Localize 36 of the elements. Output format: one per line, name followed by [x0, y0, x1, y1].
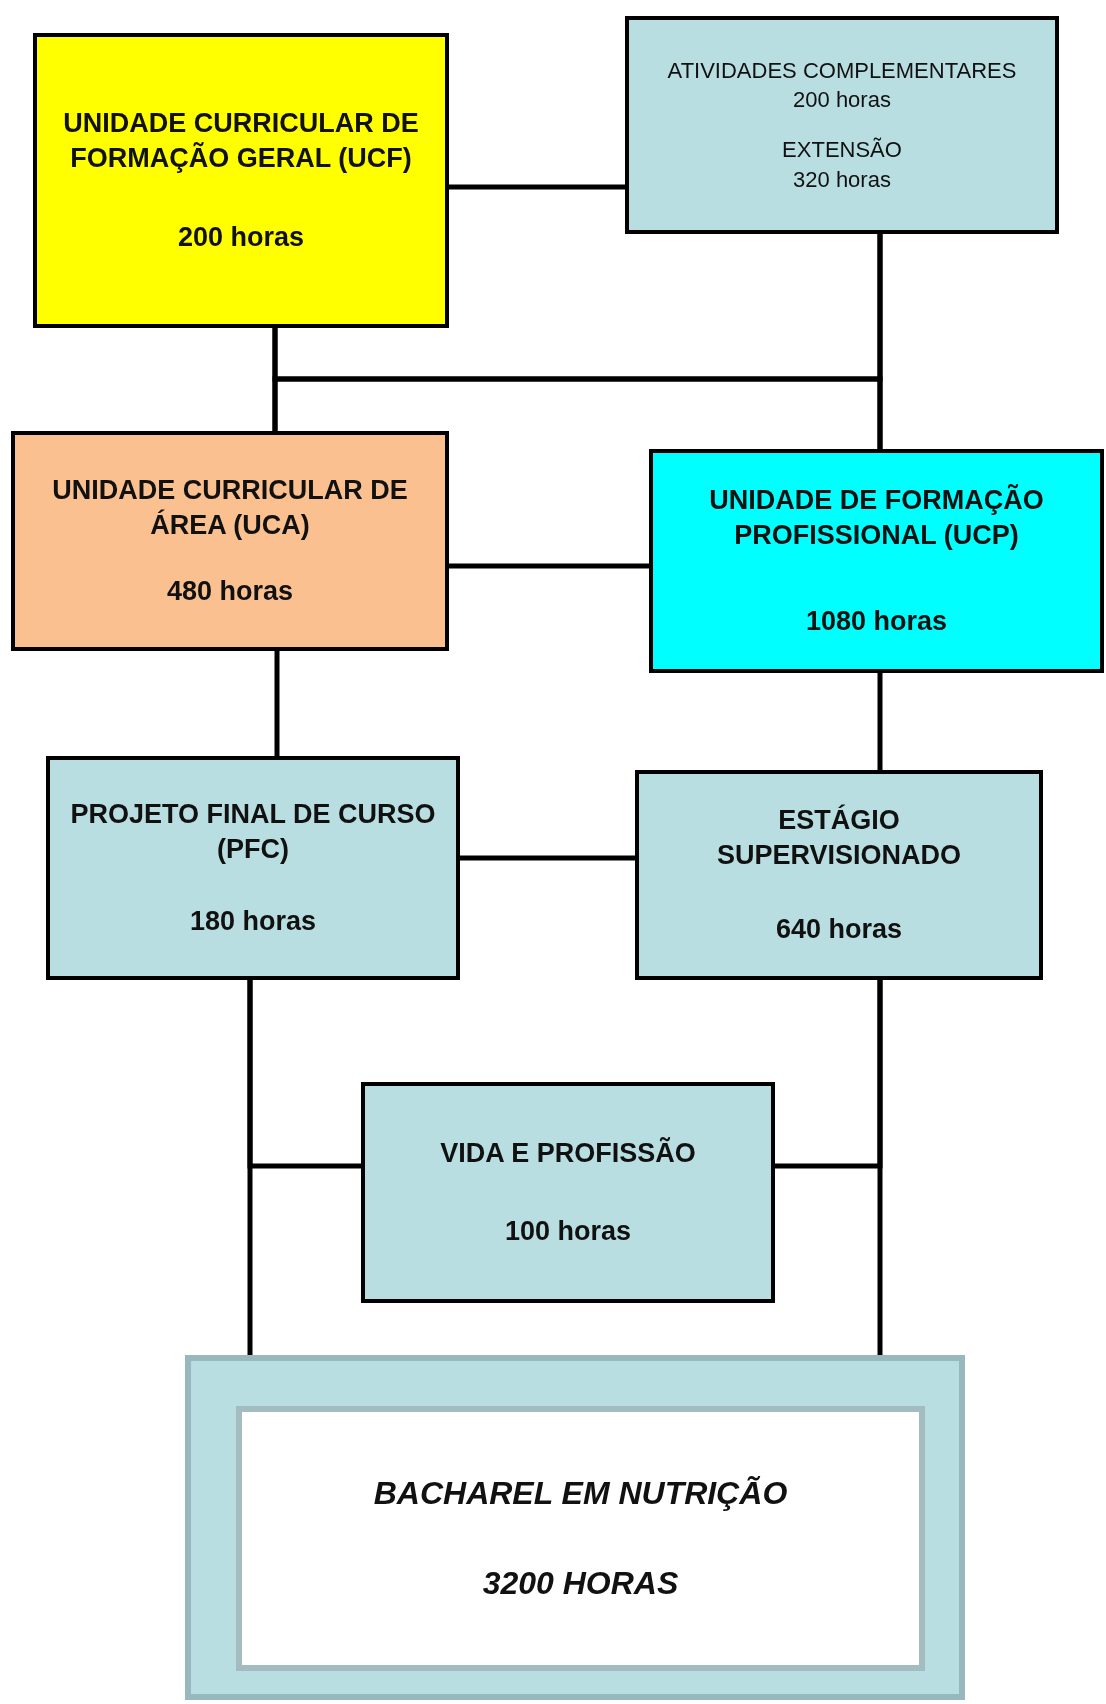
- box-text: EXTENSÃO: [782, 136, 902, 164]
- box-text: 200 horas: [793, 86, 891, 115]
- process-box: [46, 756, 460, 980]
- connector-line: [775, 980, 883, 1169]
- box-text: 100 horas: [504, 1214, 632, 1248]
- box-text: 180 horas: [189, 904, 317, 938]
- box-title: VIDA E PROFISSÃO: [440, 1136, 696, 1171]
- box-text: 200 horas: [177, 221, 305, 255]
- connector-line: [449, 184, 625, 190]
- process-box: [625, 16, 1059, 234]
- process-box: [361, 1082, 775, 1303]
- process-box: [33, 33, 449, 328]
- box-text: 3200 HORAS: [482, 1563, 679, 1603]
- box-text: 480 horas: [166, 574, 294, 608]
- box-text: 320 horas: [793, 165, 891, 194]
- result-box: [236, 1406, 925, 1671]
- process-box: [649, 449, 1104, 673]
- box-title: UNIDADE DE FORMAÇÃO PROFISSIONAL (UCP): [708, 483, 1045, 553]
- box-title: ESTÁGIO SUPERVISIONADO: [715, 803, 963, 873]
- frame-box: [185, 1355, 965, 1700]
- box-title: UNIDADE CURRICULAR DE ÁREA (UCA): [51, 474, 409, 543]
- connector-line: [247, 980, 361, 1169]
- box-text: 640 horas: [775, 912, 903, 946]
- box-title: ATIVIDADES COMPLEMENTARES: [667, 56, 1017, 85]
- connector-line: [877, 673, 883, 770]
- connector-line: [272, 328, 883, 449]
- box-title: BACHAREL EM NUTRIÇÃO: [373, 1473, 788, 1513]
- connector-line: [460, 855, 635, 861]
- box-title: UNIDADE CURRICULAR DE FORMAÇÃO GERAL (UCF): [62, 106, 420, 175]
- process-box: [635, 770, 1043, 980]
- connector-line: [449, 563, 649, 569]
- connector-line: [274, 651, 280, 756]
- process-box: [11, 431, 449, 651]
- box-title: PROJETO FINAL DE CURSO (PFC): [69, 798, 437, 867]
- box-text: 1080 horas: [805, 604, 948, 638]
- connector-line: [272, 234, 883, 431]
